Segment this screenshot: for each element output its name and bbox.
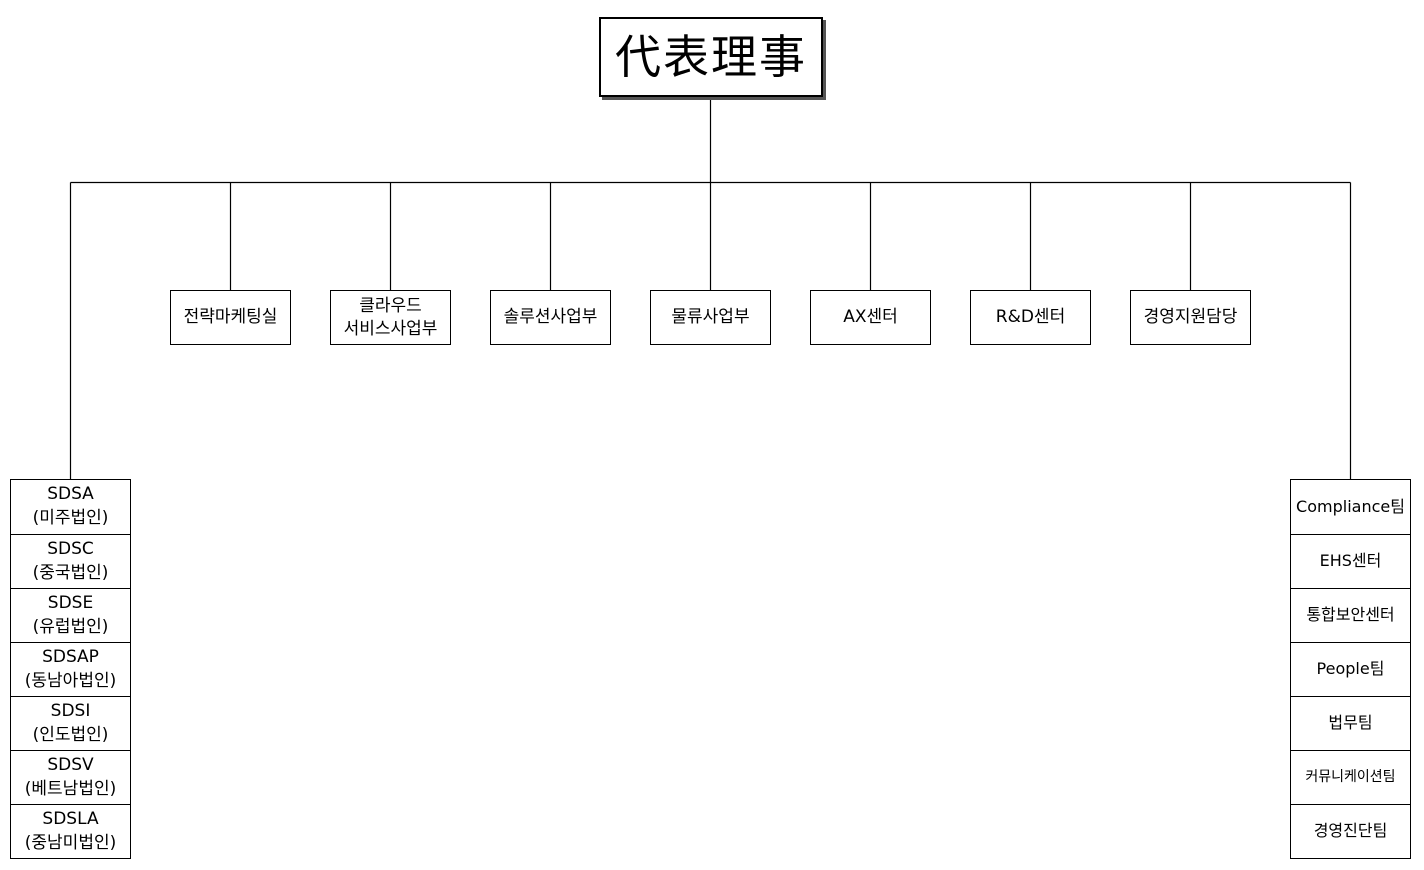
team-cell: 법무팀: [1291, 696, 1410, 750]
dept-label: 전략마케팅실: [183, 307, 278, 328]
dept-box-cloud-service: 클라우드 서비스사업부: [330, 290, 451, 345]
team-cell: Compliance팀: [1291, 480, 1410, 534]
subsidiary-cell: SDSAP (동남아법인): [11, 642, 130, 696]
subsidiary-code: SDSI: [50, 700, 91, 721]
dept-box-ax-center: AX센터: [810, 290, 931, 345]
subsidiary-name: (중남미법인): [24, 832, 117, 853]
ceo-box: 代表理事: [599, 17, 823, 97]
team-cell: EHS센터: [1291, 534, 1410, 588]
team-cell: People팀: [1291, 642, 1410, 696]
teams-stack: Compliance팀 EHS센터 통합보안센터 People팀 법무팀 커뮤니…: [1290, 479, 1411, 859]
subsidiary-code: SDSV: [47, 754, 94, 775]
team-label: Compliance팀: [1296, 496, 1405, 516]
subsidiary-code: SDSC: [47, 538, 94, 559]
dept-label: 클라우드 서비스사업부: [343, 295, 438, 339]
subsidiary-code: SDSAP: [42, 646, 99, 667]
dept-box-strategy-marketing: 전략마케팅실: [170, 290, 291, 345]
subsidiary-code: SDSLA: [42, 808, 99, 829]
subsidiary-code: SDSA: [47, 484, 94, 505]
subsidiary-cell: SDSV (베트남법인): [11, 750, 130, 804]
subsidiary-cell: SDSLA (중남미법인): [11, 804, 130, 858]
ceo-label: 代表理事: [615, 29, 807, 84]
team-cell: 커뮤니케이션팀: [1291, 750, 1410, 804]
team-label: People팀: [1316, 659, 1385, 679]
dept-box-logistics: 물류사업부: [650, 290, 771, 345]
subsidiary-name: (중국법인): [32, 562, 109, 583]
dept-label: 솔루션사업부: [503, 307, 598, 328]
dept-label: 물류사업부: [671, 307, 750, 328]
dept-label: R&D센터: [995, 307, 1066, 328]
dept-box-management-support: 경영지원담당: [1130, 290, 1251, 345]
subsidiaries-stack: SDSA (미주법인) SDSC (중국법인) SDSE (유럽법인) SDSA…: [10, 479, 131, 859]
team-cell: 통합보안센터: [1291, 588, 1410, 642]
team-label: 커뮤니케이션팀: [1305, 768, 1396, 785]
subsidiary-name: (동남아법인): [24, 670, 117, 691]
team-label: 경영진단팀: [1313, 821, 1388, 841]
subsidiary-name: (인도법인): [32, 724, 109, 745]
subsidiary-cell: SDSE (유럽법인): [11, 588, 130, 642]
subsidiary-name: (유럽법인): [32, 616, 109, 637]
subsidiary-cell: SDSC (중국법인): [11, 534, 130, 588]
dept-label: AX센터: [843, 307, 898, 328]
subsidiary-cell: SDSA (미주법인): [11, 480, 130, 534]
team-label: EHS센터: [1319, 551, 1382, 571]
dept-box-solution: 솔루션사업부: [490, 290, 611, 345]
subsidiary-cell: SDSI (인도법인): [11, 696, 130, 750]
team-cell: 경영진단팀: [1291, 804, 1410, 858]
dept-box-rnd-center: R&D센터: [970, 290, 1091, 345]
subsidiary-code: SDSE: [47, 592, 94, 613]
team-label: 법무팀: [1328, 713, 1373, 733]
subsidiary-name: (베트남법인): [24, 778, 117, 799]
dept-label: 경영지원담당: [1143, 307, 1238, 328]
subsidiary-name: (미주법인): [32, 508, 109, 528]
team-label: 통합보안센터: [1306, 605, 1395, 625]
